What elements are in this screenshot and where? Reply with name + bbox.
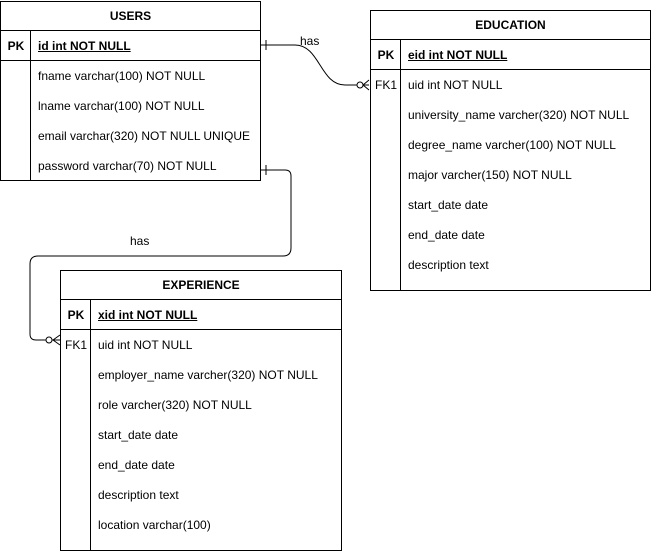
education-field-row: end_date date [371,220,650,250]
education-field-text: uid int NOT NULL [408,78,503,92]
users-education-crowfoot [362,79,370,91]
experience-field-row: location varchar(100) [61,510,341,540]
experience-field-row: role varcher(320) NOT NULL [61,390,341,420]
education-field-text: start_date date [408,198,489,212]
users-key-column [1,61,31,180]
experience-field-text: end_date date [98,458,175,472]
education-table[interactable]: EDUCATION PK eid int NOT NULL FK1 uid in… [370,10,651,291]
experience-key-column [61,300,91,329]
education-field-row: FK1 uid int NOT NULL [371,70,650,100]
users-field-row: lname varchar(100) NOT NULL [1,91,260,121]
users-fields: fname varchar(100) NOT NULL lname varcha… [1,61,260,180]
users-education-connector [261,44,369,86]
experience-field-key: FK1 [64,338,87,352]
experience-field-text: uid int NOT NULL [98,338,193,352]
education-field-row: start_date date [371,190,650,220]
education-field-text: university_name varcher(320) NOT NULL [408,108,630,122]
users-experience-zero-circle [45,336,53,344]
education-pk-key: PK [377,48,395,62]
education-key-column [371,40,401,69]
education-key-column [371,70,401,290]
education-field-text: description text [408,258,489,272]
experience-pk-key: PK [67,308,85,322]
experience-field-text: description text [98,488,179,502]
education-field-row: university_name varcher(320) NOT NULL [371,100,650,130]
education-field-text: degree_name varcher(100) NOT NULL [408,138,616,152]
experience-field-row: end_date date [61,450,341,480]
users-field-row: fname varchar(100) NOT NULL [1,61,260,91]
users-pk-key: PK [7,39,25,53]
users-field-text: email varchar(320) NOT NULL UNIQUE [38,129,251,143]
experience-field-row: FK1 uid int NOT NULL [61,330,341,360]
experience-field-row: description text [61,480,341,510]
experience-fields: FK1 uid int NOT NULL employer_name varch… [61,330,341,550]
education-pk-row: PK eid int NOT NULL [371,40,650,70]
users-field-text: password varchar(70) NOT NULL [38,159,217,173]
education-pk-field: eid int NOT NULL [408,48,508,62]
users-field-text: lname varchar(100) NOT NULL [38,99,205,113]
education-field-row: description text [371,250,650,280]
education-table-title: EDUCATION [371,11,650,40]
experience-field-text: role varcher(320) NOT NULL [98,398,252,412]
experience-field-row: employer_name varcher(320) NOT NULL [61,360,341,390]
users-key-column [1,31,31,60]
users-field-row: email varchar(320) NOT NULL UNIQUE [1,121,260,151]
education-fields: FK1 uid int NOT NULL university_name var… [371,70,650,290]
users-field-row: password varchar(70) NOT NULL [1,151,260,181]
experience-field-text: location varchar(100) [98,518,211,532]
experience-field-text: start_date date [98,428,179,442]
experience-pk-field: xid int NOT NULL [98,308,198,322]
users-education-label: has [300,34,320,48]
users-table-title: USERS [1,2,260,31]
education-field-text: major varcher(150) NOT NULL [408,168,572,182]
users-table[interactable]: USERS PK id int NOT NULL fname varchar(1… [0,1,261,181]
education-field-key: FK1 [374,78,397,92]
education-field-row: major varcher(150) NOT NULL [371,160,650,190]
users-experience-label: has [130,234,150,248]
experience-pk-row: PK xid int NOT NULL [61,300,341,330]
education-field-row: degree_name varcher(100) NOT NULL [371,130,650,160]
experience-field-text: employer_name varcher(320) NOT NULL [98,368,318,382]
users-pk-field: id int NOT NULL [38,39,131,53]
users-experience-crowfoot [52,334,61,346]
experience-table-title: EXPERIENCE [61,271,341,300]
experience-table[interactable]: EXPERIENCE PK xid int NOT NULL FK1 uid i… [60,270,342,551]
experience-field-row: start_date date [61,420,341,450]
education-field-text: end_date date [408,228,485,242]
users-experience-connector [29,169,292,341]
users-pk-row: PK id int NOT NULL [1,31,260,61]
users-field-text: fname varchar(100) NOT NULL [38,69,206,83]
experience-key-column [61,330,91,550]
users-education-zero-circle [356,81,364,89]
